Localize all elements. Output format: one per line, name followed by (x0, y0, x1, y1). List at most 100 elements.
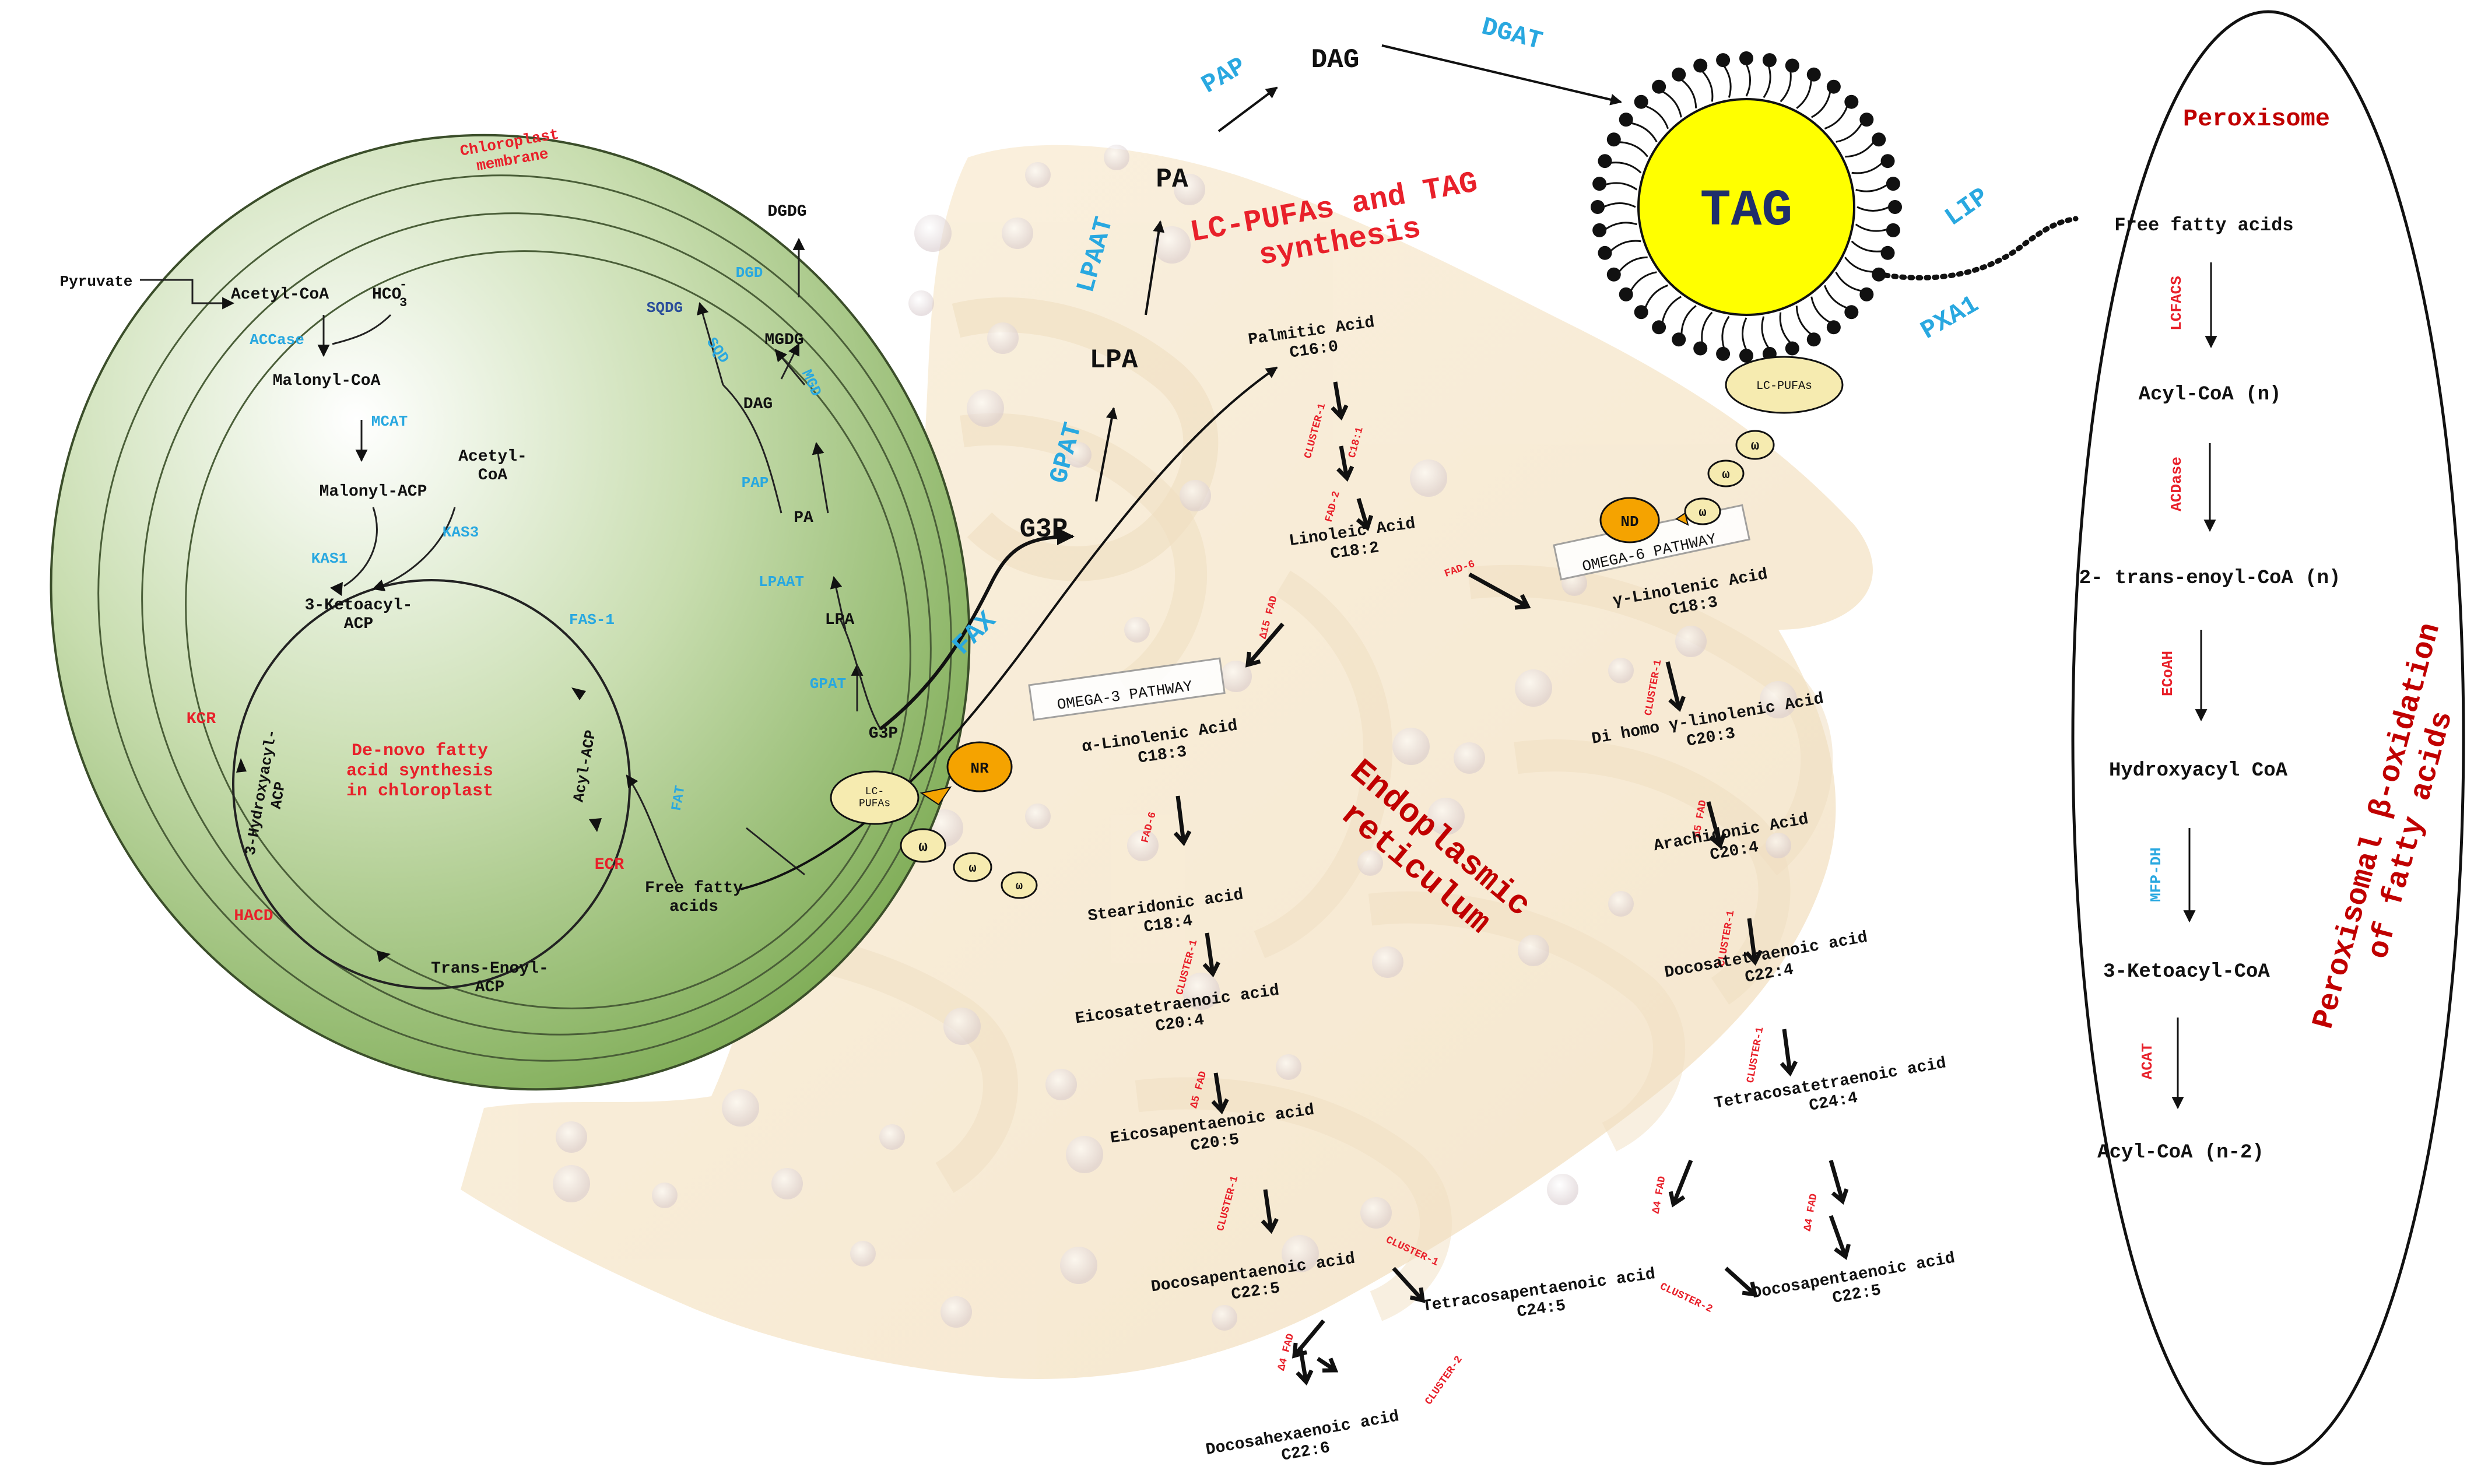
chloroplast-gpat-label: GPAT (810, 675, 846, 693)
hacd-label: HACD (234, 907, 273, 925)
acyl-coa-n-label: Acyl-CoA (n) (2139, 384, 2282, 406)
vesicle (879, 1124, 905, 1150)
vesicle (1124, 617, 1150, 643)
sqdg-label: SQDG (647, 299, 683, 317)
peroxisome-title: Peroxisome (2183, 105, 2330, 133)
kcr-label: KCR (187, 710, 216, 728)
vesicle (943, 1008, 981, 1045)
malonyl-acp-label: Malonyl-ACP (320, 483, 427, 501)
docosahexaenoic-acid-label: Docosahexaenoic acidC22:6 (1205, 1408, 1404, 1478)
vesicle (556, 1121, 587, 1153)
mcat-label: MCAT (371, 413, 408, 430)
er-pathway-arrows (1173, 381, 1851, 1386)
peroxisome-arrows (2171, 262, 2217, 1110)
kas3-label: KAS3 (443, 524, 479, 541)
tetracosapentaenoic-acid-label: Tetracosapentaenoic acidC24:5 (1421, 1265, 1659, 1335)
er-vesicles (553, 145, 1797, 1331)
ecr-label: ECR (595, 856, 624, 874)
vesicle (1372, 946, 1403, 978)
omega-label: ω (1699, 506, 1706, 520)
vesicle (1360, 1197, 1392, 1229)
vesicle (1766, 833, 1791, 858)
omega-label: ω (1722, 468, 1729, 482)
vesicle (1127, 830, 1159, 861)
vesicle (1045, 1069, 1077, 1100)
pap-label: PAP (1197, 52, 1252, 100)
tag-lipid-droplet (1591, 51, 1902, 363)
vesicle (1515, 669, 1552, 707)
mfp-dh-label: MFP-DH (2147, 847, 2165, 902)
vesicle (1357, 850, 1383, 876)
cluster-1-label: CLUSTER-1 (1745, 1026, 1767, 1084)
d4-fad-label: Δ4 FAD (1651, 1175, 1669, 1214)
vesicle (1025, 162, 1051, 188)
hco3-label: HCO (372, 286, 401, 304)
vesicle (1608, 891, 1634, 917)
vesicle (1392, 728, 1430, 765)
lc-pufas-label: LC-PUFAs (859, 786, 890, 810)
mgdg-label: MGDG (764, 331, 803, 349)
ecoah-label: ECoAH (2159, 651, 2177, 696)
trans-enoyl-coa-label: 2- trans-enoyl-CoA (n) (2079, 567, 2341, 590)
dgdg-label: DGDG (767, 203, 806, 221)
dgat-label: DGAT (1478, 13, 1545, 57)
g3p-label: G3P (1020, 514, 1068, 545)
vesicle (908, 290, 934, 316)
kas1-label: KAS1 (311, 550, 348, 567)
hydroxyacyl-coa-label: Hydroxyacyl CoA (2109, 760, 2288, 782)
acdase-label: ACDase (2168, 457, 2185, 511)
trans-enoyl-acp-label: Trans-Enoyl-ACP (431, 960, 549, 997)
nr-label: NR (970, 760, 989, 777)
vesicle (967, 390, 1004, 427)
vesicle (771, 1168, 803, 1199)
acat-label: ACAT (2139, 1043, 2156, 1079)
vesicle (1608, 658, 1634, 683)
pyruvate-label: Pyruvate (60, 273, 133, 290)
pa-label: PA (1156, 164, 1188, 195)
lc-pufas-top-label: LC-PUFAs (1756, 380, 1812, 393)
vesicle (1066, 442, 1092, 468)
vesicle (1212, 1305, 1237, 1331)
chloroplast-lpa-label: LPA (825, 611, 855, 629)
fas1-label: FAS-1 (569, 611, 615, 629)
vesicle (1180, 480, 1211, 511)
chloroplast-pap-label: PAP (742, 474, 769, 492)
malonyl-coa-label: Malonyl-CoA (273, 372, 381, 390)
vesicle (1547, 1174, 1578, 1205)
vesicle (722, 1089, 759, 1127)
acyl-coa-n2-label: Acyl-CoA (n-2) (2097, 1142, 2264, 1164)
pxa1-label: PXA1 (1916, 290, 1984, 346)
dgd-label: DGD (736, 264, 763, 282)
vesicle (1002, 217, 1033, 249)
vesicle (1060, 1247, 1097, 1284)
vesicle (1410, 459, 1447, 497)
vesicle (1153, 226, 1191, 264)
nd-label: ND (1620, 513, 1638, 531)
chloroplast-g3p-label: G3P (869, 725, 898, 743)
vesicle (1104, 145, 1129, 170)
lpa-label: LPA (1090, 345, 1138, 376)
lc-pufa-carriers (830, 356, 1844, 899)
docosapentaenoic-acid-n6-label: Docosapentaenoic acidC22:5 (1750, 1250, 1959, 1322)
vesicle (987, 322, 1019, 354)
d4-fad-label: Δ4 FAD (1802, 1192, 1820, 1232)
vesicle (1760, 681, 1797, 718)
hco3-charge: - (399, 278, 407, 292)
chloroplast-lpaat-label: LPAAT (759, 573, 804, 591)
omega-label: ω (968, 861, 976, 876)
vesicle (914, 215, 952, 252)
peroxisome (2071, 10, 2465, 1465)
vesicle (553, 1165, 590, 1202)
chloroplast-pa-label: PA (794, 509, 813, 527)
transport-arrows (740, 44, 2079, 890)
chloroplast-dag-label: DAG (743, 395, 773, 413)
vesicle (1276, 1054, 1301, 1080)
cluster-2-label: CLUSTER-2 (1658, 1281, 1714, 1315)
omega-label: ω (1751, 438, 1759, 454)
lip-label: LIP (1940, 183, 1995, 233)
acetyl-coa-2-label: Acetyl-CoA (458, 448, 527, 485)
acetyl-coa-label: Acetyl-CoA (231, 286, 329, 304)
vesicle (1066, 1136, 1103, 1173)
